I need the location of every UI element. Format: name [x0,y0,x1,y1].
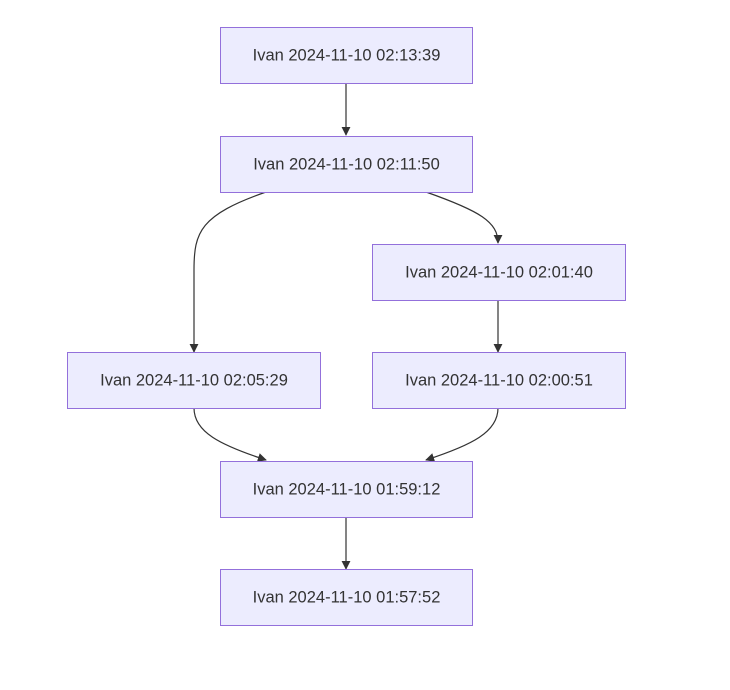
node-box [67,352,321,409]
node-n1: Ivan 2024-11-10 02:13:39 [220,27,473,84]
node-label: Ivan 2024-11-10 02:00:51 [405,372,593,390]
node-n4: Ivan 2024-11-10 02:05:29 [67,352,321,409]
node-label: Ivan 2024-11-10 02:11:50 [253,156,440,174]
node-box [220,569,473,626]
node-box [220,136,473,193]
edge-n2-to-n4 [189,191,267,353]
node-n2: Ivan 2024-11-10 02:11:50 [220,136,473,193]
node-label: Ivan 2024-11-10 02:05:29 [100,372,288,390]
node-n5: Ivan 2024-11-10 02:00:51 [372,352,626,409]
node-n7: Ivan 2024-11-10 01:57:52 [220,569,473,626]
node-label: Ivan 2024-11-10 01:57:52 [253,589,441,607]
node-box [372,244,626,301]
node-box [220,461,473,518]
node-label: Ivan 2024-11-10 02:01:40 [405,264,593,282]
node-n3: Ivan 2024-11-10 02:01:40 [372,244,626,301]
node-box [372,352,626,409]
edges-layer [189,83,503,570]
node-box [220,27,473,84]
node-label: Ivan 2024-11-10 01:59:12 [253,481,441,499]
node-label: Ivan 2024-11-10 02:13:39 [253,47,441,65]
node-n6: Ivan 2024-11-10 01:59:12 [220,461,473,518]
edge-n5-to-n6 [425,407,499,462]
edge-n4-to-n6 [193,407,267,462]
edge-n2-to-n3 [425,191,503,244]
